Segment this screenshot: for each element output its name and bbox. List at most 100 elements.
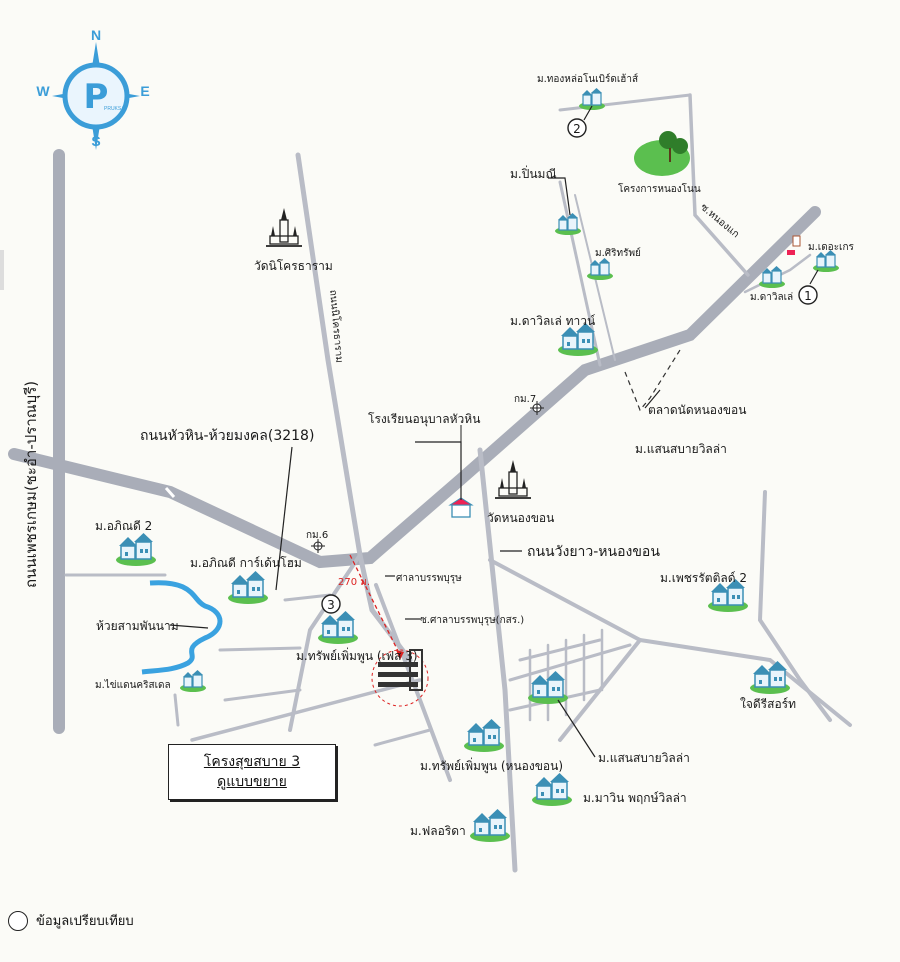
page-edge-mark	[0, 250, 4, 290]
label-wangyao-nongkhon: ถนนวังยาว-หนองขอน	[527, 544, 660, 560]
minor-road-f	[283, 593, 332, 602]
site-block-1	[378, 662, 418, 667]
house-icon-apinandee-garden	[227, 570, 269, 605]
leader-market	[644, 389, 661, 409]
km6-label: กม.6	[306, 530, 328, 541]
label-nikhorntham-road: ถนนนิโครธาราม	[327, 289, 346, 363]
wat-nongkhon-icon	[494, 459, 532, 499]
north-road	[558, 93, 692, 112]
legend-label: ข้อมูลเปรียบเทียบ	[36, 914, 134, 929]
compass-n: N	[91, 27, 101, 43]
leader-pin2	[583, 105, 593, 121]
pin-2	[567, 118, 587, 138]
minor-road-c	[190, 678, 422, 742]
label-project-petchrat2: ม.เพชรรัตติลด์ 2	[660, 571, 747, 585]
target-project-zoom-link[interactable]: ดูแบบขยาย	[217, 774, 287, 790]
pin-1-label: 1	[804, 289, 812, 303]
label-project-khaidaen: ม.ไข่แดนคริสเดล	[95, 679, 171, 691]
label-wat-nongkhon: วัดหนองขอน	[487, 511, 554, 525]
compass-e: E	[140, 83, 149, 99]
label-project-thegrey: ม.เดอะเกร	[808, 242, 855, 253]
minor-road-a	[288, 553, 362, 732]
leader-pinmanee	[548, 177, 571, 216]
house-icon-sappermpoon-nongkhon	[463, 718, 505, 753]
pin1-building-icon	[787, 235, 801, 255]
label-market: ตลาดนัดหนองขอน	[648, 403, 746, 417]
minor-road-e	[218, 646, 302, 652]
wat-nikhorntham-icon	[265, 207, 303, 247]
label-phetkasem: ถนนเพชรเกษม(ชะอำ-ปราณบุรี)	[22, 381, 41, 588]
site-block-4	[409, 649, 423, 691]
compass-w: W	[36, 83, 50, 99]
golf-course	[634, 131, 690, 176]
label-project-jaidee: ใจดีรีสอร์ท	[740, 697, 796, 711]
legend-circle-icon	[8, 910, 28, 931]
minor-road-b	[374, 583, 452, 782]
label-school: โรงเรียนอนุบาลหัวหิน	[368, 412, 480, 427]
minor-road-d	[223, 688, 302, 702]
label-wat-nikhorntham: วัดนิโครธาราม	[254, 259, 333, 273]
label-project-saensabai-north: ม.แสนสบายวิลล่า	[635, 442, 727, 456]
house-icon-mawin	[531, 772, 573, 807]
route-arrow	[396, 650, 404, 660]
site-block-3	[378, 682, 418, 687]
house-icon-sappermpoon3	[317, 610, 359, 645]
km7-label: กม.7	[514, 394, 536, 405]
compass: P PRUKSA N S W E	[36, 27, 150, 150]
target-project-site	[349, 554, 429, 707]
house-icon-florida	[469, 808, 511, 843]
label-project-saensabai: ม.แสนสบายวิลล่า	[598, 751, 690, 765]
house-icon-khaidaen	[179, 669, 207, 693]
minor-road-j	[488, 558, 642, 642]
label-project-davilletown: ม.ดาวิลเล่ ทาวน์	[510, 314, 595, 328]
label-golf: โครงการหนองโนน	[618, 182, 701, 195]
compass-s: S	[91, 133, 100, 149]
minor-road-k	[638, 638, 852, 727]
label-stream: ห้วยสามพันนาม	[96, 619, 179, 633]
site-radius	[371, 649, 429, 707]
pin-2-label: 2	[573, 122, 581, 136]
site-block-2	[378, 672, 418, 677]
house-icon-jaidee	[749, 660, 791, 695]
km7-marker	[530, 401, 544, 415]
leader-saensabai	[557, 699, 596, 758]
pin-1	[798, 285, 818, 305]
minor-road-p	[757, 490, 832, 722]
market-zone	[624, 349, 681, 412]
distance-route	[349, 554, 401, 656]
leader-huahin-road	[275, 446, 293, 591]
label-sala-1: ศาลาบรรพบุรุษ	[396, 573, 462, 584]
house-icon-thegrey	[812, 249, 840, 273]
label-sala-2: ซ.ศาลาบรรพบุรุษ(กสร.)	[420, 615, 524, 626]
label-nong-kae-soi: ซ.หนองแก	[698, 202, 741, 241]
label-project-pinmanee: ม.ปิ่นมณี	[510, 165, 557, 181]
minor-road-h	[173, 693, 180, 727]
label-project-siritrap: ม.ศิริทรัพย์	[595, 247, 641, 259]
compass-logo-sub: PRUKSA	[104, 106, 125, 112]
pin-3	[321, 594, 341, 614]
label-project-daville: ม.ดาวิลเล่	[750, 292, 793, 303]
label-project-florida: ม.ฟลอริดา	[410, 824, 466, 838]
pin-3-label: 3	[327, 598, 335, 612]
leader-school	[415, 441, 462, 500]
distance-label: 270 ม.	[338, 577, 370, 588]
target-project-name: โครงสุขสบาย 3	[203, 754, 301, 770]
label-project-thonglor: ม.ทองหล่อโนเบิร์ดเฮ้าส์	[537, 72, 638, 85]
minor-road-i	[373, 728, 432, 747]
label-project-sappermpoon3: ม.ทรัพย์เพิ่มพูน (เฟส 3)	[296, 647, 418, 664]
leader-pin1	[809, 269, 819, 285]
label-project-mawin: ม.มาวิน พฤกษ์วิลล่า	[583, 791, 687, 805]
label-project-sappermpoon-nongkhon: ม.ทรัพย์เพิ่มพูน (หนองขอน)	[420, 757, 563, 774]
wangyao-nongkhon-road-line	[477, 447, 518, 873]
label-project-apinandee-garden: ม.อภิณดี การ์เด้นโฮม	[190, 556, 302, 570]
label-project-apinandee2: ม.อภิณดี 2	[95, 519, 152, 533]
km6-marker	[311, 539, 325, 553]
minor-road-o	[518, 638, 602, 662]
huahin-huaimongkhon-road	[8, 206, 821, 569]
compass-logo: P	[84, 77, 109, 117]
target-project-box[interactable]: โครงสุขสบาย 3 ดูแบบขยาย	[168, 744, 336, 800]
soi-nong-kae	[688, 93, 750, 277]
compass-ring	[62, 62, 130, 130]
house-icon-apinandee2	[115, 532, 157, 567]
label-huahin-huaimongkhon: ถนนหัวหิน-ห้วยมงคล(3218)	[140, 428, 314, 444]
